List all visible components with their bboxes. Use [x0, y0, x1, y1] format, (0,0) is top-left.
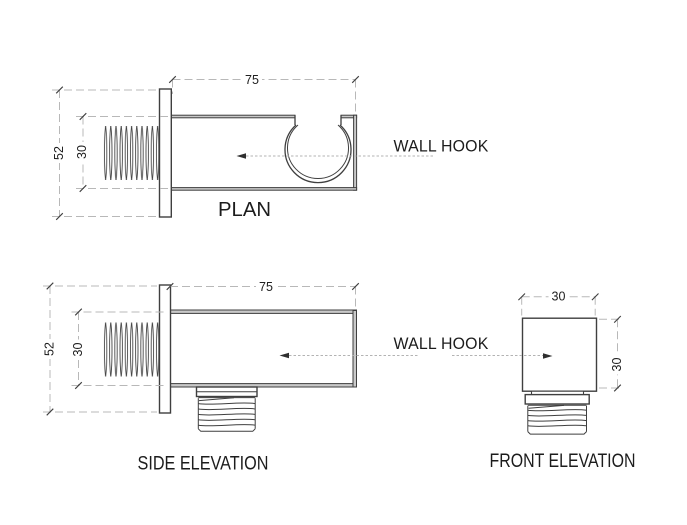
plan-body [170, 114, 358, 191]
plan-callout-leader [236, 153, 434, 159]
side-outlet-thread [197, 397, 256, 432]
side-body [170, 309, 357, 388]
side-thread-rod [103, 321, 159, 378]
plan-thread-rod [103, 125, 160, 181]
dimension-52-side: 52 [42, 282, 157, 416]
side-outlet [195, 386, 258, 432]
side-dim-body: 30 [71, 343, 85, 357]
plan-dim-body: 30 [75, 145, 89, 159]
dimension-30-front-height: 30 [599, 315, 624, 392]
dimension-30-front-width: 30 [518, 290, 599, 316]
plan-wall-flange [158, 88, 173, 218]
front-dim-width: 30 [552, 290, 566, 304]
front-elevation-view: 30 30 FRONT ELEVATION [490, 290, 636, 473]
dimension-30-side: 30 [71, 308, 166, 390]
plan-view-label: PLAN [218, 199, 271, 221]
dimension-75-plan: 75 [168, 73, 360, 113]
front-outlet-thread [527, 404, 587, 435]
leader-arrow-left-icon [236, 153, 246, 159]
leader-arrow-left-icon [279, 352, 289, 359]
dimension-75-side: 75 [166, 280, 360, 307]
plan-dim-length: 75 [245, 73, 259, 87]
front-dim-height: 30 [610, 358, 624, 372]
side-dim-overall: 52 [43, 342, 57, 356]
side-front-callout-leader [279, 352, 553, 359]
wall-hook-callout-plan: WALL HOOK [394, 137, 489, 156]
leader-arrow-right-icon [543, 353, 553, 359]
plan-view: 75 52 30 WALL HOOK PLAN [52, 73, 489, 221]
side-elevation-label: SIDE ELEVATION [138, 454, 269, 475]
dimension-30-plan: 30 [75, 112, 168, 193]
front-body-square [521, 317, 598, 392]
wall-hook-callout-side: WALL HOOK [394, 334, 489, 353]
side-elevation-view: 75 52 30 SIDE ELEVATION [42, 280, 360, 475]
plan-hook-cutout [284, 115, 352, 184]
side-dim-length: 75 [259, 280, 273, 294]
dimension-52-plan: 52 [52, 86, 157, 221]
front-elevation-label: FRONT ELEVATION [490, 451, 636, 472]
plan-dim-overall: 52 [52, 146, 66, 160]
front-outlet [524, 390, 590, 435]
side-wall-flange [158, 284, 172, 414]
